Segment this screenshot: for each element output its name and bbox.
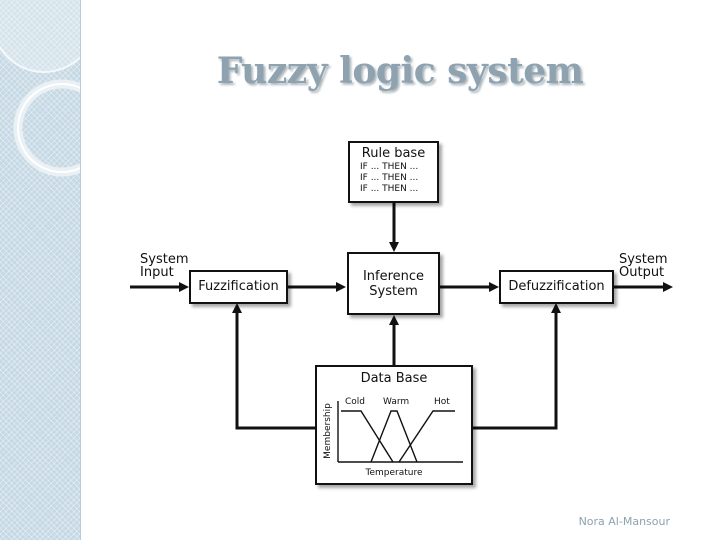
hot-set-label: Hot xyxy=(434,397,450,407)
rule-list: IF ... THEN ... IF ... THEN ... IF ... T… xyxy=(360,162,437,195)
rule-item: IF ... THEN ... xyxy=(360,162,419,172)
membership-function-plot xyxy=(337,401,463,463)
rule-item: IF ... THEN ... xyxy=(360,173,419,183)
warm-membership-curve xyxy=(370,410,418,463)
database-to-fuzzification-arrow xyxy=(232,303,315,430)
inference-label: Inference System xyxy=(362,269,425,299)
author-footer: Nora Al-Mansour xyxy=(578,515,670,528)
defuzzification-label: Defuzzification xyxy=(508,279,605,294)
inference-system-box: Inference System xyxy=(347,252,440,315)
database-to-defuzzification-arrow xyxy=(473,303,561,430)
cold-set-label: Cold xyxy=(345,397,366,407)
ring-decoration-icon xyxy=(0,0,80,177)
data-base-box: Data Base Cold Warm Hot Membership Tempe… xyxy=(315,365,473,485)
rule-base-box: Rule base IF ... THEN ... IF ... THEN ..… xyxy=(348,141,439,203)
defuzzification-box: Defuzzification xyxy=(499,270,614,304)
rule-item: IF ... THEN ... xyxy=(360,184,419,194)
membership-axis-label: Membership xyxy=(323,403,333,459)
warm-set-label: Warm xyxy=(383,397,410,407)
page-title: Fuzzy logic system xyxy=(216,50,584,92)
hot-membership-curve xyxy=(398,410,455,463)
temperature-axis-label: Temperature xyxy=(365,468,423,478)
system-output-label: System Output xyxy=(619,252,668,280)
rule-base-title: Rule base xyxy=(361,146,426,161)
system-input-label: System Input xyxy=(140,252,189,280)
data-base-title: Data Base xyxy=(360,371,428,386)
cold-membership-curve xyxy=(341,410,394,463)
fuzzification-label: Fuzzification xyxy=(198,279,279,294)
fuzzification-box: Fuzzification xyxy=(189,270,288,304)
